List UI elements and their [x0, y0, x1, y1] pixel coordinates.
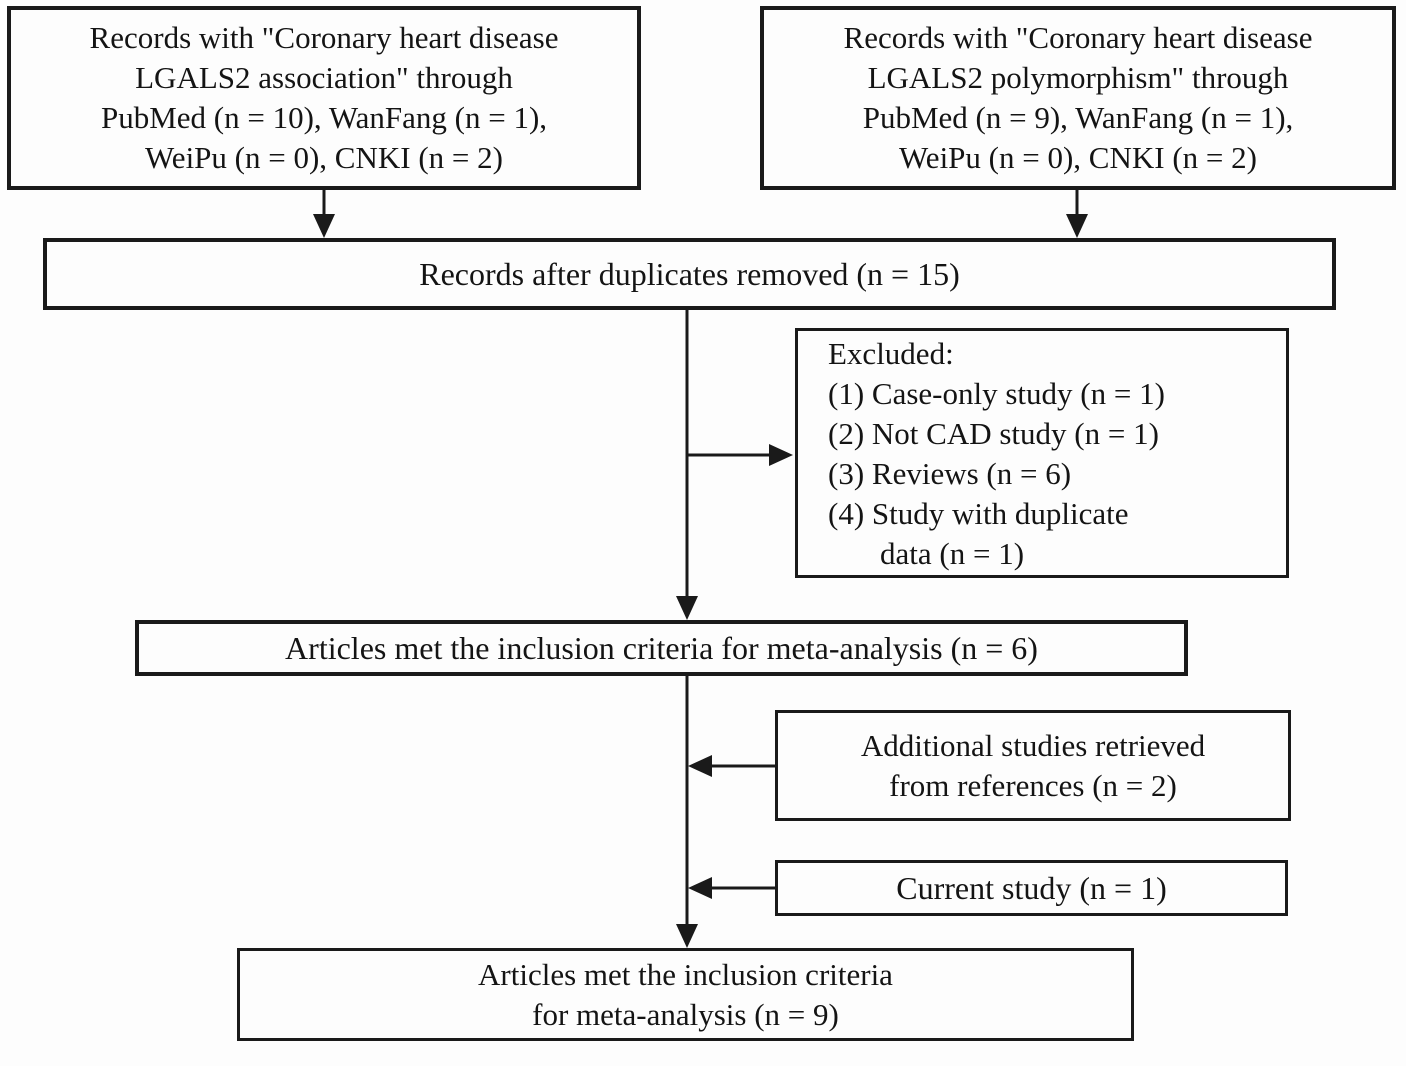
box-text-line: (1) Case-only study (n = 1) — [828, 376, 1165, 411]
arrow-polymorphism-to-duplicates — [1066, 188, 1088, 238]
box-excluded-reasons: Excluded: (1) Case-only study (n = 1) (2… — [795, 328, 1289, 578]
box-text-line: Additional studies retrieved — [860, 727, 1206, 763]
arrow-current-to-flowline — [688, 877, 775, 899]
box-text-line: WeiPu (n = 0), CNKI (n = 2) — [899, 140, 1257, 175]
box-text-line: Current study (n = 1) — [896, 870, 1167, 906]
box-text-line: Articles met the inclusion criteria for … — [285, 630, 1038, 666]
arrow-association-to-duplicates — [313, 188, 335, 238]
box-text-line: Records after duplicates removed (n = 15… — [419, 256, 960, 292]
box-additional-studies: Additional studies retrieved from refere… — [775, 710, 1291, 821]
box-inclusion-criteria-n9: Articles met the inclusion criteria for … — [237, 948, 1134, 1041]
arrow-inclusion6-to-inclusion9 — [676, 674, 698, 948]
box-text-line: PubMed (n = 10), WanFang (n = 1), — [100, 100, 548, 135]
box-text-line: Excluded: — [828, 336, 954, 371]
box-text-line: data (n = 1) — [880, 536, 1025, 571]
box-text-line: LGALS2 association" through — [135, 60, 513, 95]
box-records-association: Records with "Coronary heart disease LGA… — [7, 6, 641, 190]
box-text-line: for meta-analysis (n = 9) — [532, 996, 839, 1032]
arrow-additional-to-flowline — [688, 755, 775, 777]
box-records-polymorphism: Records with "Coronary heart disease LGA… — [760, 6, 1396, 190]
box-text-line: Records with "Coronary heart disease — [89, 20, 559, 55]
box-text-line: PubMed (n = 9), WanFang (n = 1), — [862, 100, 1294, 135]
box-text-line: LGALS2 polymorphism" through — [867, 60, 1289, 95]
box-text-line: Records with "Coronary heart disease — [843, 20, 1313, 55]
box-text-line: from references (n = 2) — [889, 767, 1177, 803]
box-inclusion-criteria-n6: Articles met the inclusion criteria for … — [135, 620, 1188, 676]
box-current-study: Current study (n = 1) — [775, 860, 1288, 916]
box-text-line: (4) Study with duplicate — [828, 496, 1129, 531]
box-text-line: (3) Reviews (n = 6) — [828, 456, 1072, 491]
arrow-duplicates-to-inclusion6 — [676, 308, 698, 620]
box-duplicates-removed: Records after duplicates removed (n = 15… — [43, 238, 1336, 310]
box-text-line: WeiPu (n = 0), CNKI (n = 2) — [145, 140, 503, 175]
arrow-branch-to-excluded — [687, 444, 793, 466]
box-text-line: (2) Not CAD study (n = 1) — [828, 416, 1159, 451]
box-text-line: Articles met the inclusion criteria — [478, 956, 893, 992]
